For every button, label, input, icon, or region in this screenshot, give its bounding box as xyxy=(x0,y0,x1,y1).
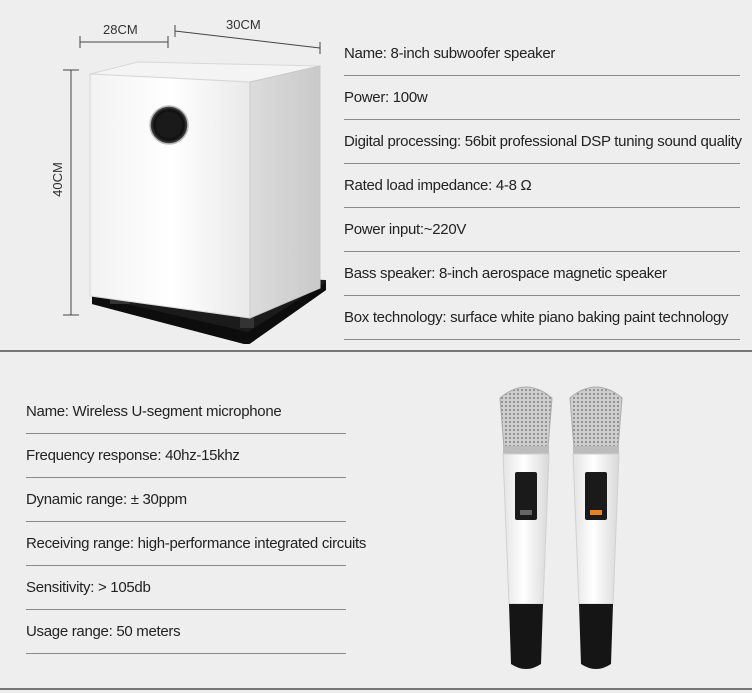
mic-spec-receiving-range: Receiving range: high-performance integr… xyxy=(26,522,366,566)
speaker-section: 28CM 30CM 40CM xyxy=(0,0,752,344)
depth-label: 28CM xyxy=(103,22,138,37)
microphones-image xyxy=(499,386,623,669)
spec-bass-speaker: Bass speaker: 8-inch aerospace magnetic … xyxy=(344,252,740,296)
mic-spec-frequency: Frequency response: 40hz-15khz xyxy=(26,434,346,478)
speaker-spec-list: Name: 8-inch subwoofer speaker Power: 10… xyxy=(344,32,742,340)
microphone-spec-list: Name: Wireless U-segment microphone Freq… xyxy=(26,390,366,654)
bottom-divider xyxy=(0,688,752,690)
spec-power-input: Power input:~220V xyxy=(344,208,740,252)
microphone-right xyxy=(569,386,623,669)
mic-spec-usage-range: Usage range: 50 meters xyxy=(26,610,346,654)
subwoofer-image xyxy=(89,61,326,344)
mic-spec-name: Name: Wireless U-segment microphone xyxy=(26,390,346,434)
width-label: 30CM xyxy=(226,17,261,32)
dimension-lines xyxy=(63,25,321,316)
microphone-left xyxy=(499,386,553,669)
mic-spec-dynamic-range: Dynamic range: ± 30ppm xyxy=(26,478,346,522)
spec-digital-processing: Digital processing: 56bit professional D… xyxy=(344,120,742,164)
section-divider xyxy=(0,350,752,352)
spec-name: Name: 8-inch subwoofer speaker xyxy=(344,32,740,76)
spec-box-technology: Box technology: surface white piano baki… xyxy=(344,296,740,340)
mic-spec-sensitivity: Sensitivity: > 105db xyxy=(26,566,346,610)
spec-impedance: Rated load impedance: 4-8 Ω xyxy=(344,164,740,208)
microphone-section: Name: Wireless U-segment microphone Freq… xyxy=(0,364,752,693)
spec-power: Power: 100w xyxy=(344,76,740,120)
